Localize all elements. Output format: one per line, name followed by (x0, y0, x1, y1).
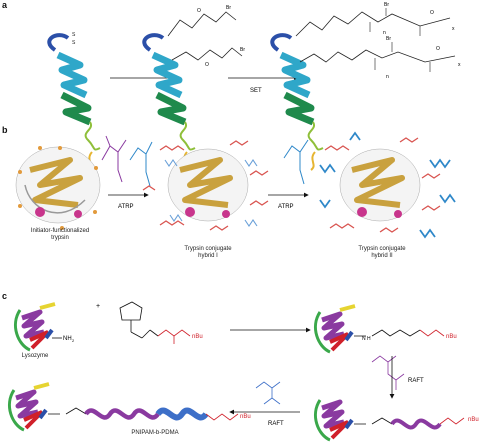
svg-text:Br: Br (240, 47, 245, 53)
dma-monomer (255, 381, 281, 405)
svg-text:O: O (205, 62, 209, 68)
amine-label: NH (63, 336, 72, 342)
trypsin-hybrid-2 (319, 131, 456, 239)
svg-text:Br: Br (226, 5, 231, 11)
reaction-atrp-2-label: ATRP (278, 204, 294, 210)
panel-a: S S Br Br O O SET (47, 2, 461, 171)
label-initiator-trypsin-line2: trypsin (51, 235, 69, 241)
svg-text:Br: Br (384, 2, 389, 8)
monomer-structure-2 (283, 139, 309, 185)
reaction-raft-1-label: RAFT (408, 378, 424, 384)
svg-text:x: x (452, 26, 455, 32)
trypsin-initiator (15, 146, 101, 230)
panel-b: ATRP ATRP (15, 131, 456, 239)
lysozyme-2 (314, 304, 445, 354)
svg-text:O: O (430, 10, 434, 16)
label-hybrid-1: Trypsin conjugate hybrid I (160, 246, 256, 260)
panel-c-letter: c (2, 291, 8, 301)
nbu-label-3: nBu (468, 417, 479, 423)
svg-text:O: O (197, 8, 201, 14)
monomer-structures (101, 135, 153, 187)
label-pnipam-pdma: PNIPAM-b-PDMA (131, 430, 179, 436)
label-lysozyme: Lysozyme (21, 353, 49, 359)
svg-text:S: S (72, 40, 76, 46)
reaction-atrp-1-label: ATRP (118, 204, 134, 210)
svg-text:n: n (386, 74, 389, 80)
label-initiator-trypsin-line1: Initiator-functionalized (30, 228, 90, 234)
nbu-label-1: nBu (192, 334, 203, 340)
label-hybrid-2-line2: hybrid II (371, 253, 393, 259)
nbu-label-4: nBu (240, 414, 251, 420)
svg-text:n: n (383, 30, 386, 36)
lysozyme-4 (8, 382, 239, 432)
lysozyme-3 (314, 399, 465, 442)
label-hybrid-1-line2: hybrid I (198, 253, 218, 259)
panel-c: NH 2 + nBu N H nBu (8, 301, 479, 442)
svg-text:O: O (436, 46, 440, 52)
protein-a3: Br Br n n x x O O (270, 2, 461, 171)
reaction-set-label: SET (250, 88, 262, 94)
svg-text:S: S (72, 32, 76, 38)
panel-b-letter: b (2, 125, 8, 135)
panel-a-letter: a (2, 0, 8, 10)
plus-sign: + (96, 303, 100, 310)
svg-text:x: x (458, 62, 461, 68)
label-hybrid-1-line1: Trypsin conjugate (184, 246, 232, 252)
label-hybrid-2-line1: Trypsin conjugate (358, 246, 406, 252)
svg-text:Br: Br (386, 36, 391, 42)
label-initiator-trypsin: Initiator-functionalized trypsin (12, 228, 108, 242)
nbu-label-2: nBu (446, 334, 457, 340)
nh-label-1: N H (362, 336, 371, 342)
trypsin-hybrid-1 (142, 140, 269, 231)
amine-subscript: 2 (72, 338, 75, 343)
nipam-monomer (371, 355, 405, 390)
lysozyme-1 (14, 302, 62, 352)
raft-agent (119, 301, 191, 344)
label-hybrid-2: Trypsin conjugate hybrid II (334, 246, 430, 260)
reaction-raft-2-label: RAFT (268, 421, 284, 427)
